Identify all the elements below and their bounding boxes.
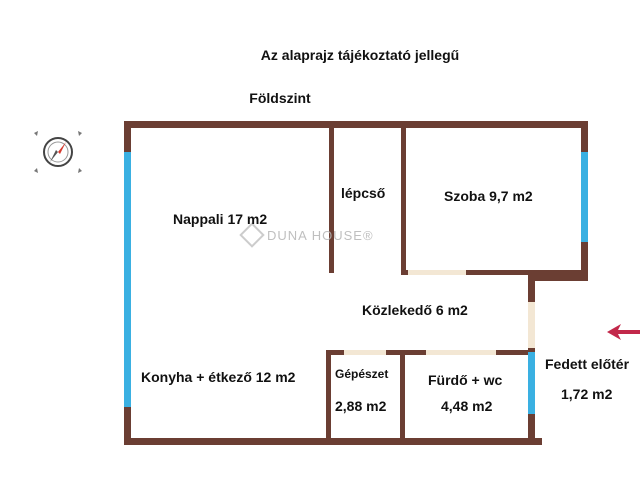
room-nappali: Nappali 17 m2 xyxy=(173,211,268,227)
room-furdo-name: Fürdő + wc xyxy=(428,372,503,388)
top-wall xyxy=(124,121,588,128)
room-gepeszet-name: Gépészet xyxy=(335,367,389,381)
windows xyxy=(124,152,588,414)
gepeszet-right-wall xyxy=(400,350,405,442)
door-furdo xyxy=(426,350,496,355)
room-gepeszet-area: 2,88 m2 xyxy=(335,398,387,414)
room-szoba: Szoba 9,7 m2 xyxy=(444,188,533,204)
walls xyxy=(124,121,588,445)
room-fedett-name: Fedett előtér xyxy=(545,356,630,372)
watermark-text: DUNA HOUSE® xyxy=(267,227,374,243)
room-lepcso: lépcső xyxy=(341,185,386,201)
entrance-arrow-icon xyxy=(607,324,640,340)
door-gepeszet xyxy=(344,350,386,355)
door-entrance xyxy=(528,302,535,348)
window-left xyxy=(124,152,131,407)
gepeszet-left-wall xyxy=(326,350,331,442)
door-szoba xyxy=(408,270,466,275)
window-entry xyxy=(528,352,535,414)
bottom-wall xyxy=(124,438,542,445)
watermark: DUNA HOUSE® xyxy=(239,222,374,248)
room-fedett-area: 1,72 m2 xyxy=(561,386,613,402)
room-kozlekedo: Közlekedő 6 m2 xyxy=(362,302,468,318)
compass-icon xyxy=(34,131,82,173)
room-konyha: Konyha + étkező 12 m2 xyxy=(141,369,296,385)
stair-wall-left xyxy=(329,128,334,273)
szoba-bottom-wall xyxy=(401,270,588,275)
disclaimer-title: Az alaprajz tájékoztató jellegű xyxy=(260,47,460,63)
window-right xyxy=(581,152,588,242)
doors xyxy=(344,270,535,355)
stair-wall-right xyxy=(401,128,406,273)
right-step-wall xyxy=(528,274,588,281)
floor-title: Földszint xyxy=(249,90,311,106)
room-furdo-area: 4,48 m2 xyxy=(441,398,493,414)
